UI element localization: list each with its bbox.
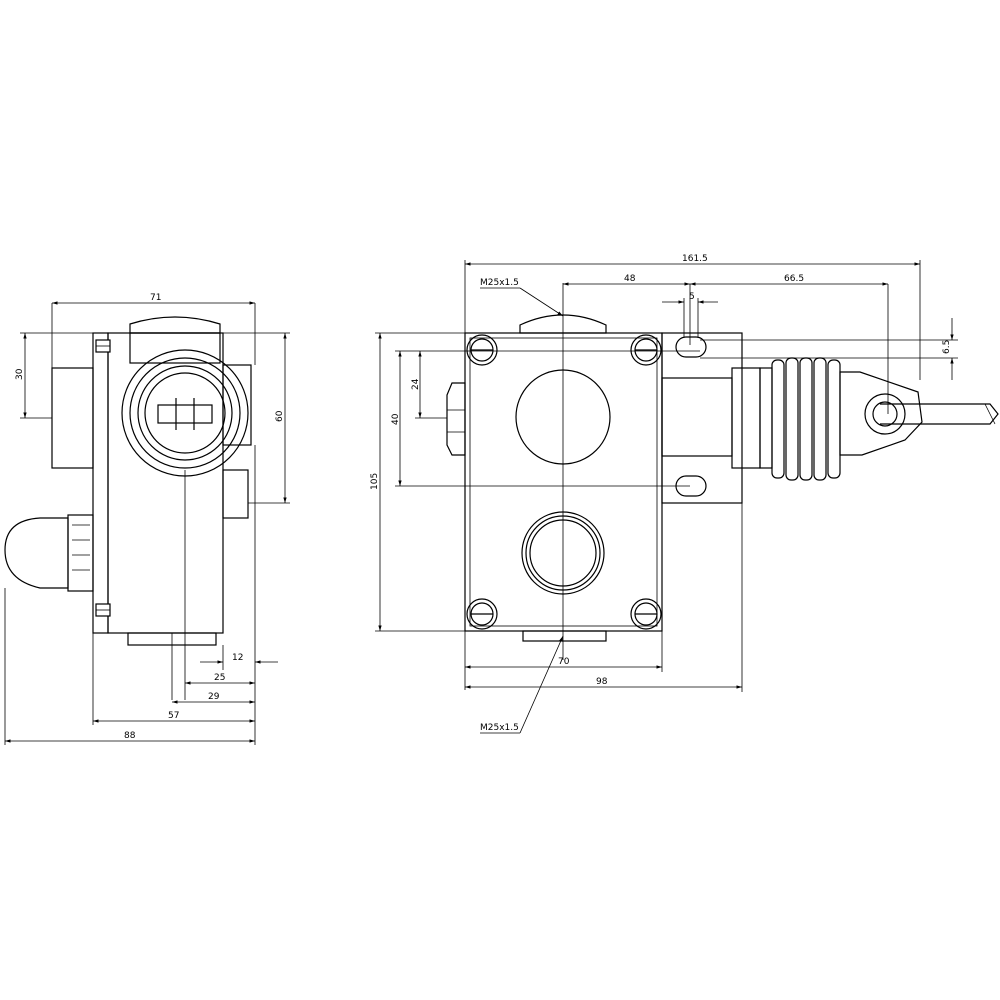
side-left-block [51, 367, 94, 469]
dim-40-label: 40 [391, 413, 401, 425]
thread-label-top: M25x1.5 [480, 278, 519, 288]
dim-71-label: 71 [150, 293, 161, 303]
slot-top [675, 336, 707, 358]
eyelet-ring [864, 393, 906, 435]
front-left-nut [446, 382, 466, 456]
dim-24-label: 24 [411, 378, 421, 390]
side-dome [4, 517, 69, 589]
front-view: 161.5 48 66.5 5 6.5 24 40 105 [370, 254, 999, 734]
dim-5-label: 5 [689, 292, 695, 302]
rope [880, 403, 999, 425]
side-top-cap [129, 316, 221, 334]
dim-30-label: 30 [15, 368, 25, 380]
dim-29-label: 29 [208, 692, 220, 702]
eyelet-lever [839, 371, 923, 456]
dim-88-label: 88 [124, 731, 136, 741]
side-right-lug [222, 469, 249, 519]
side-gland-slot [157, 404, 213, 424]
dim-66-5-label: 66.5 [784, 274, 804, 284]
dim-6-5-label: 6.5 [942, 340, 952, 354]
dim-98-label: 98 [596, 677, 608, 687]
dim-70-label: 70 [558, 657, 570, 667]
actuator-collar [731, 367, 761, 469]
dim-48-label: 48 [624, 274, 636, 284]
dim-105-label: 105 [370, 473, 380, 490]
side-right-boss [222, 364, 252, 446]
bellows [771, 357, 841, 481]
front-bottom-cap [522, 630, 607, 642]
mounting-plate [92, 332, 109, 634]
thread-label-bottom: M25x1.5 [480, 723, 519, 733]
dim-12-label: 12 [232, 653, 243, 663]
side-dome-collar [67, 514, 94, 592]
front-top-cap [519, 314, 607, 334]
dim-25-label: 25 [214, 673, 225, 683]
side-top-collar [129, 332, 221, 364]
dim-60-label: 60 [275, 410, 285, 422]
actuator-block [661, 377, 733, 457]
side-view: 71 30 60 12 25 29 57 88 [4, 293, 290, 745]
dim-57-label: 57 [168, 711, 179, 721]
corner-screws [466, 334, 662, 630]
dim-161-5-label: 161.5 [682, 254, 708, 264]
